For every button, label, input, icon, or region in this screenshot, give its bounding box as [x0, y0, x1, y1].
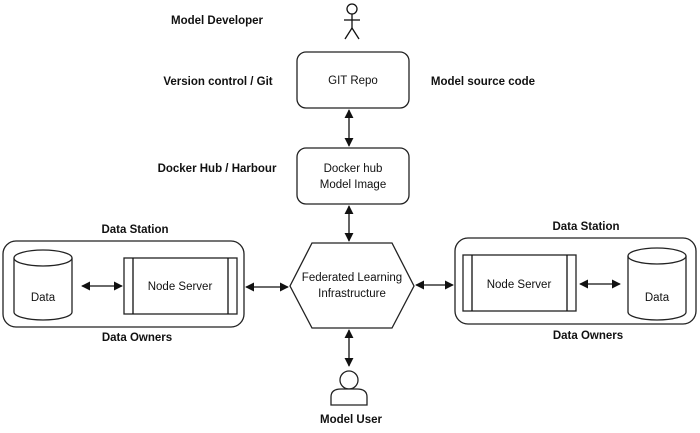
node-server-right-box	[462, 254, 577, 312]
docker-hub-harbour-label: Docker Hub / Harbour	[158, 163, 277, 175]
data-owners-left-label: Data Owners	[102, 332, 172, 344]
git-repo-label: GIT Repo	[328, 75, 378, 87]
data-station-right-label: Data Station	[552, 221, 619, 233]
data-left-cylinder-icon	[13, 249, 73, 321]
model-developer-actor-icon	[344, 3, 360, 40]
git-repo-box	[296, 51, 410, 109]
data-owners-right-label: Data Owners	[553, 330, 623, 342]
model-source-code-label: Model source code	[431, 76, 535, 88]
data-right-label: Data	[645, 292, 670, 304]
node-server-left-label: Node Server	[148, 281, 213, 293]
federated-learning-hexagon	[289, 242, 415, 329]
model-user-label: Model User	[320, 414, 383, 426]
docker-hub-line1: Docker hub	[324, 163, 383, 175]
docker-hub-box	[296, 147, 410, 205]
data-right-cylinder-icon	[627, 247, 687, 321]
version-control-label: Version control / Git	[163, 76, 272, 88]
model-developer-label: Model Developer	[171, 15, 264, 27]
data-station-left-label: Data Station	[101, 224, 168, 236]
federated-learning-line2: Infrastructure	[318, 288, 386, 300]
model-user-person-icon	[330, 370, 368, 406]
docker-hub-line2: Model Image	[320, 179, 386, 191]
node-server-left-box	[123, 257, 238, 315]
federated-learning-line1: Federated Learning	[302, 272, 402, 284]
data-left-label: Data	[31, 292, 56, 304]
node-server-right-label: Node Server	[487, 279, 552, 291]
